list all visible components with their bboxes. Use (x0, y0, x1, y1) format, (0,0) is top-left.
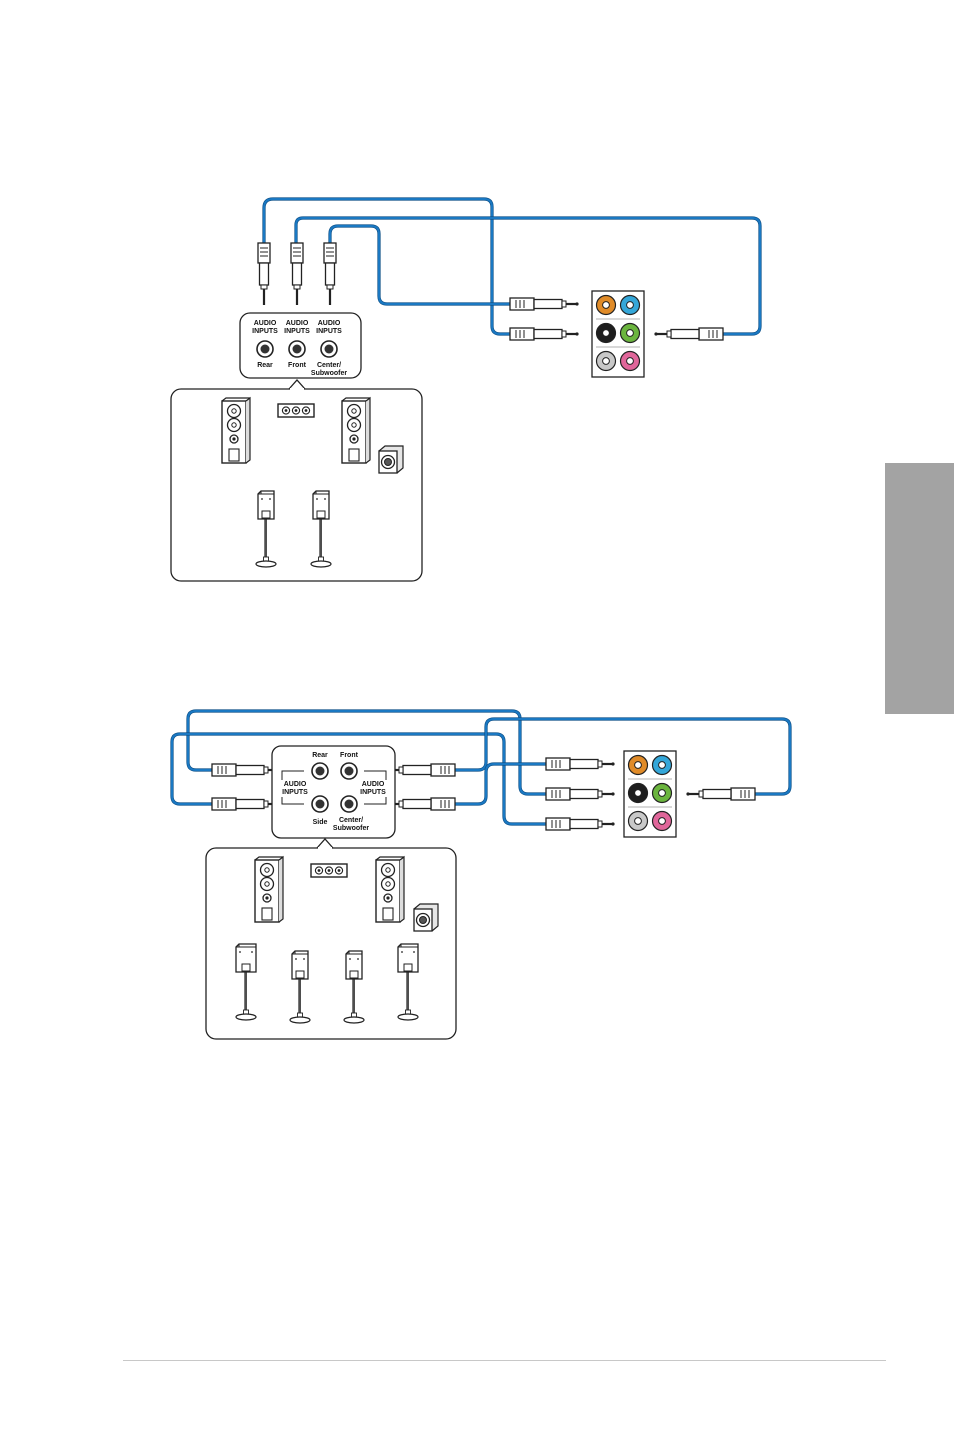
rear-label: Rear (312, 752, 328, 759)
plug-to-gray-port (546, 818, 615, 830)
jack-label: Rear (257, 362, 273, 369)
speaker-box-frame (171, 389, 422, 581)
subwoofer-icon (414, 904, 438, 931)
center-input-plug (386, 798, 455, 810)
plug-to-orange-port (510, 298, 579, 310)
rear-input-plug (258, 243, 270, 305)
front-input-plug (291, 243, 303, 305)
input-jack-icon (257, 341, 273, 357)
center-input-plug (324, 243, 336, 305)
plug-to-black-port (546, 788, 615, 800)
side-label: Side (313, 819, 328, 826)
front-label: Front (340, 752, 359, 759)
plug-to-black-port (510, 328, 579, 340)
front-input-plug (386, 764, 455, 776)
front-right-speaker-icon (376, 857, 404, 922)
side-input-plug (212, 798, 281, 810)
audio-port-panel (592, 291, 644, 377)
input-jack-icon (321, 341, 337, 357)
plug-to-orange-port (546, 758, 615, 770)
front-left-speaker-icon (255, 857, 283, 922)
front-jack-icon (341, 763, 357, 779)
cable (330, 226, 510, 304)
center-jack-icon (341, 796, 357, 812)
box-pointer (317, 839, 333, 848)
front-left-speaker-icon (222, 398, 250, 463)
front-right-speaker-icon (342, 398, 370, 463)
plug-to-green-port (654, 328, 723, 340)
box-pointer (289, 380, 305, 389)
center-speaker-icon (278, 404, 314, 417)
center-speaker-icon (311, 864, 347, 877)
cable (296, 218, 760, 334)
side-jack-icon (312, 796, 328, 812)
jack-label: Front (288, 362, 307, 369)
subwoofer-icon (379, 446, 403, 473)
input-jack-icon (289, 341, 305, 357)
rear-jack-icon (312, 763, 328, 779)
plug-to-green-port (686, 788, 755, 800)
audio-port-panel (624, 751, 676, 837)
rear-input-plug (212, 764, 281, 776)
